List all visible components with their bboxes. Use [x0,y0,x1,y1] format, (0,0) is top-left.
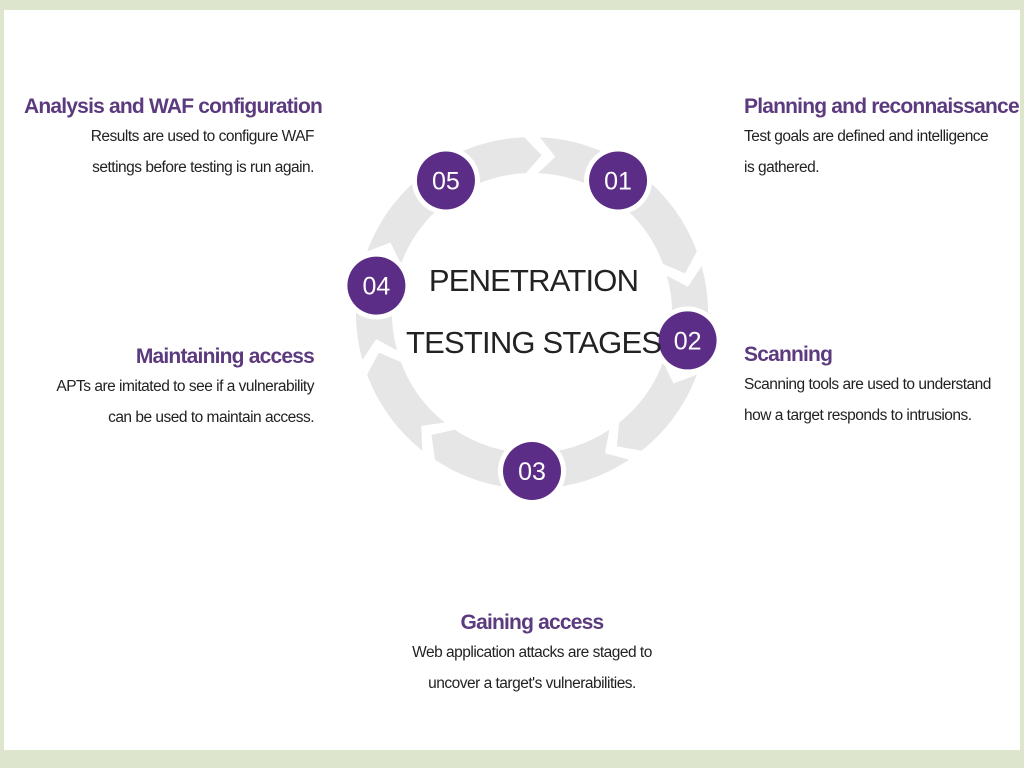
stage-05-title: Analysis and WAF configuration [24,95,323,118]
stage-01-description-line-1: Test goals are defined and intelligence [744,128,989,145]
stage-05-description-line-2: settings before testing is run again. [92,159,314,176]
stage-04-description-line-1: APTs are imitated to see if a vulnerabil… [56,378,314,395]
stage-02-node-circle [658,311,717,370]
stage-03-title: Gaining access [460,611,605,634]
stage-03-node-circle [503,442,561,500]
stage-03-text: Gaining access Web application attacks a… [386,610,678,701]
stage-05-node-circle [416,151,475,210]
stage-04-node-circle [347,256,406,315]
stage-04-node: 04 [342,251,411,320]
stage-01-description-line-2: is gathered. [744,159,820,176]
stage-01-text: Planning and reconnaissance Test goals a… [744,94,1020,185]
stage-05-number: 05 [432,167,460,195]
stage-02-description-line-2: how a target responds to intrusions. [744,407,972,424]
center-title-line-2: TESTING STAGES [406,325,662,360]
stage-02-number: 02 [674,327,702,355]
stage-04-text: Maintaining access APTs are imitated to … [24,344,314,435]
center-title-line-1: PENETRATION [428,263,639,298]
stage-01-node: 01 [584,146,653,215]
stage-03-description-line-1: Web application attacks are staged to [412,644,652,661]
ring-arrow-segment [619,175,697,274]
ring-arrow-segment [616,362,697,451]
stage-03-node: 03 [498,437,566,505]
stage-01-title: Planning and reconnaissance [744,95,1020,118]
stage-05-description-line-1: Results are used to configure WAF [90,128,315,145]
ring-arrow-segment [367,352,445,451]
stage-03-description-line-2: uncover a target's vulnerabilities. [428,675,636,692]
stage-05-node: 05 [411,146,480,215]
stage-02-title: Scanning [744,343,833,366]
cycle-ring: 01 02 03 04 05 [342,137,722,505]
stage-04-number: 04 [362,273,390,301]
stage-04-title: Maintaining access [135,345,315,368]
stage-02-description-line-1: Scanning tools are used to understand [744,376,991,393]
stage-05-text: Analysis and WAF configuration Results a… [24,94,323,185]
stage-01-number: 01 [604,167,632,195]
stage-01-node-circle [589,151,648,210]
stage-02-node: 02 [653,306,722,375]
stage-04-description-line-2: can be used to maintain access. [108,409,314,426]
center-title: PENETRATION TESTING STAGES [406,250,662,374]
stage-03-number: 03 [518,458,546,486]
diagram-canvas: 01 02 03 04 05 PENETRATION TESTING STAGES An… [4,10,1020,750]
stage-02-text: Scanning Scanning tools are used to unde… [744,342,1014,433]
